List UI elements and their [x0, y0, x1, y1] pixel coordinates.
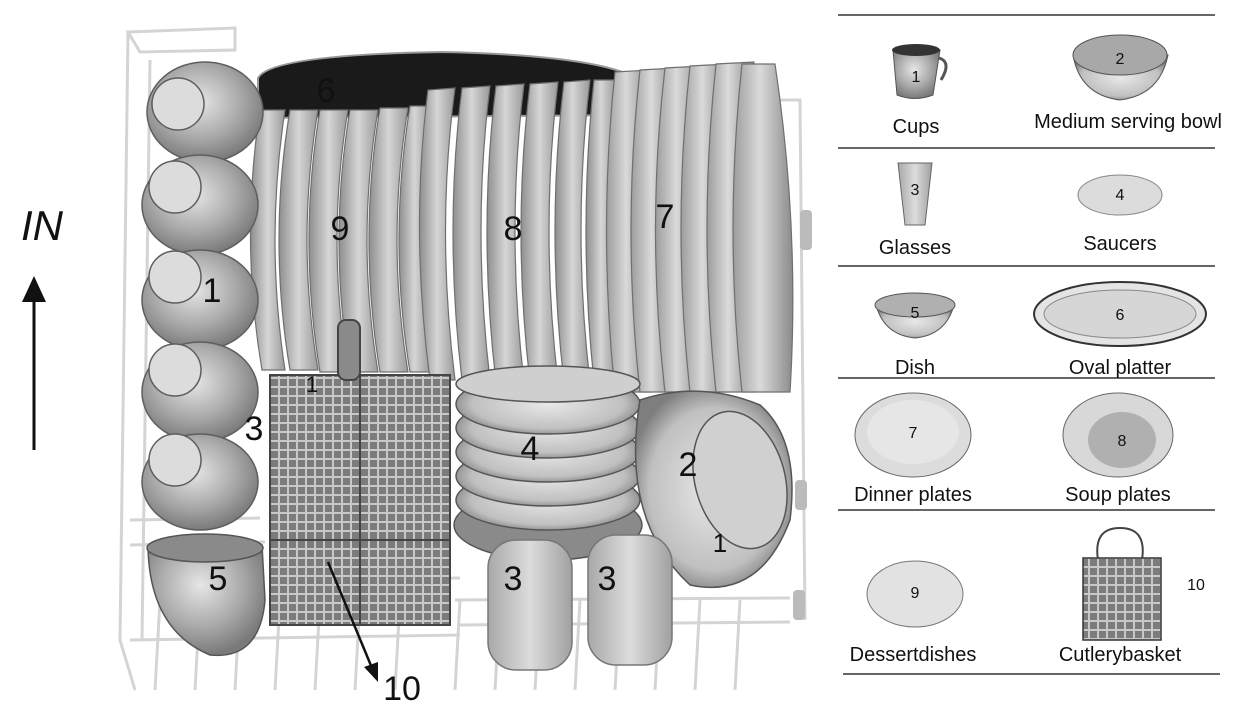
- legend-cutlery-basket-icon: [1082, 526, 1162, 641]
- glasses-pair: [487, 534, 673, 671]
- legend-name-3: Glasses: [879, 237, 951, 259]
- legend-name-9: Dessertdishes: [850, 644, 977, 666]
- label-glass-b: 3: [598, 560, 617, 598]
- up-arrow-icon: [22, 276, 46, 450]
- legend-num-4: 4: [1116, 187, 1125, 204]
- cup-column: [141, 61, 264, 531]
- legend-name-5: Dish: [895, 357, 935, 379]
- rack-wheel: [800, 210, 812, 250]
- label-bowl: 2: [679, 446, 698, 484]
- legend-glass-icon: [897, 162, 933, 226]
- legend-dinner-plate-icon: [854, 392, 972, 478]
- saucer-stack: [453, 365, 643, 561]
- label-soup-plates: 8: [504, 210, 523, 248]
- label-dish: 5: [209, 560, 228, 598]
- legend-num-8: 8: [1118, 433, 1127, 450]
- legend-num-9: 9: [911, 585, 920, 602]
- label-cutlery: 10: [383, 670, 421, 704]
- legend-saucer-icon: [1077, 174, 1163, 216]
- label-dinner-plates: 7: [656, 198, 675, 236]
- legend-num-5: 5: [911, 305, 920, 322]
- legend-dessert-dish-icon: [866, 560, 964, 628]
- direction-label: IN: [21, 202, 64, 249]
- legend-name-2: Medium serving bowl: [1034, 111, 1222, 133]
- legend-name-8: Soup plates: [1065, 484, 1171, 506]
- legend-soup-plate-icon: [1062, 392, 1174, 478]
- label-row-9: 9: [331, 210, 350, 248]
- rack-wheel: [793, 590, 805, 620]
- cutlery-pointer-arrow: [326, 561, 378, 682]
- legend-num-2: 2: [1116, 51, 1125, 68]
- rack-wheel: [795, 480, 807, 510]
- legend-num-1: 1: [912, 69, 921, 86]
- label-saucers: 4: [521, 430, 540, 468]
- legend-panel: 1 Cups 2 Medium serving bowl 3 Glasses 4…: [838, 14, 1222, 675]
- legend-name-6: Oval platter: [1069, 357, 1172, 379]
- label-glasses-side: 3: [245, 410, 264, 448]
- legend-bowl-icon: [1072, 34, 1169, 101]
- legend-name-4: Saucers: [1083, 233, 1156, 255]
- label-glass-a: 3: [504, 560, 523, 598]
- legend-name-7: Dinner plates: [854, 484, 972, 506]
- serving-bowl: [634, 390, 793, 589]
- legend-oval-platter-icon: [1033, 281, 1207, 347]
- legend-num-7: 7: [909, 425, 918, 442]
- legend-name-1: Cups: [893, 116, 940, 138]
- soup-plate-row: [418, 79, 617, 383]
- dinner-plate-row: [605, 61, 794, 393]
- legend-num-3: 3: [911, 182, 920, 199]
- dish-item: [146, 533, 266, 657]
- legend-cup-icon: [892, 44, 948, 99]
- label-cups: 1: [203, 272, 222, 310]
- label-bowl-side: 1: [713, 528, 727, 558]
- dessert-dish-row: [249, 105, 431, 373]
- legend-num-6: 6: [1116, 307, 1125, 324]
- label-oval-platter: 6: [317, 72, 336, 110]
- legend-dish-icon: [874, 292, 956, 339]
- legend-num-10: 10: [1187, 577, 1205, 594]
- cutlery-basket: [269, 319, 451, 626]
- label-basket-cup: 1: [306, 372, 318, 397]
- legend-name-10: Cutlerybasket: [1059, 644, 1182, 666]
